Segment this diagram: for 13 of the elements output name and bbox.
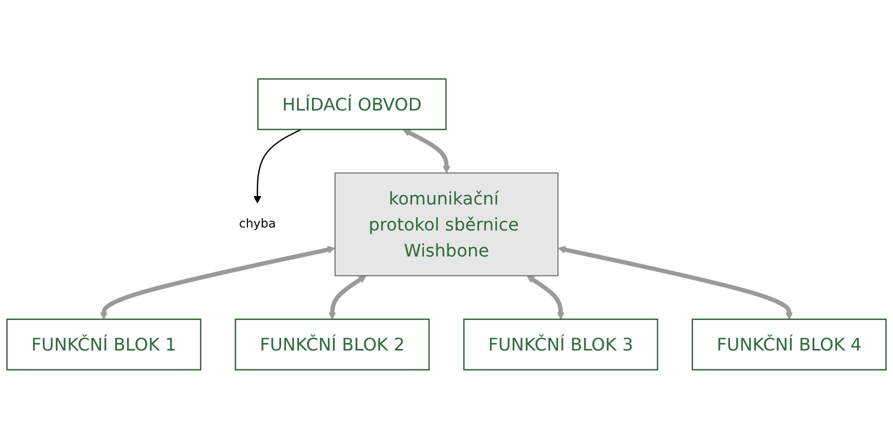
node-box: HLÍDACÍ OBVOD xyxy=(257,78,447,130)
node-box: FUNKČNÍ BLOK 1 xyxy=(6,318,202,370)
arrow xyxy=(402,128,450,173)
arrow xyxy=(100,246,336,320)
arrow xyxy=(328,275,366,320)
arrow xyxy=(526,275,565,320)
node-box: komunikační protokol sběrnice Wishbone xyxy=(334,172,558,276)
arrow xyxy=(558,246,794,320)
arrow xyxy=(254,128,302,203)
node-text: chyba xyxy=(238,216,276,231)
node-box: FUNKČNÍ BLOK 2 xyxy=(234,318,430,370)
node-box: FUNKČNÍ BLOK 4 xyxy=(692,318,887,370)
node-box: FUNKČNÍ BLOK 3 xyxy=(463,318,658,370)
